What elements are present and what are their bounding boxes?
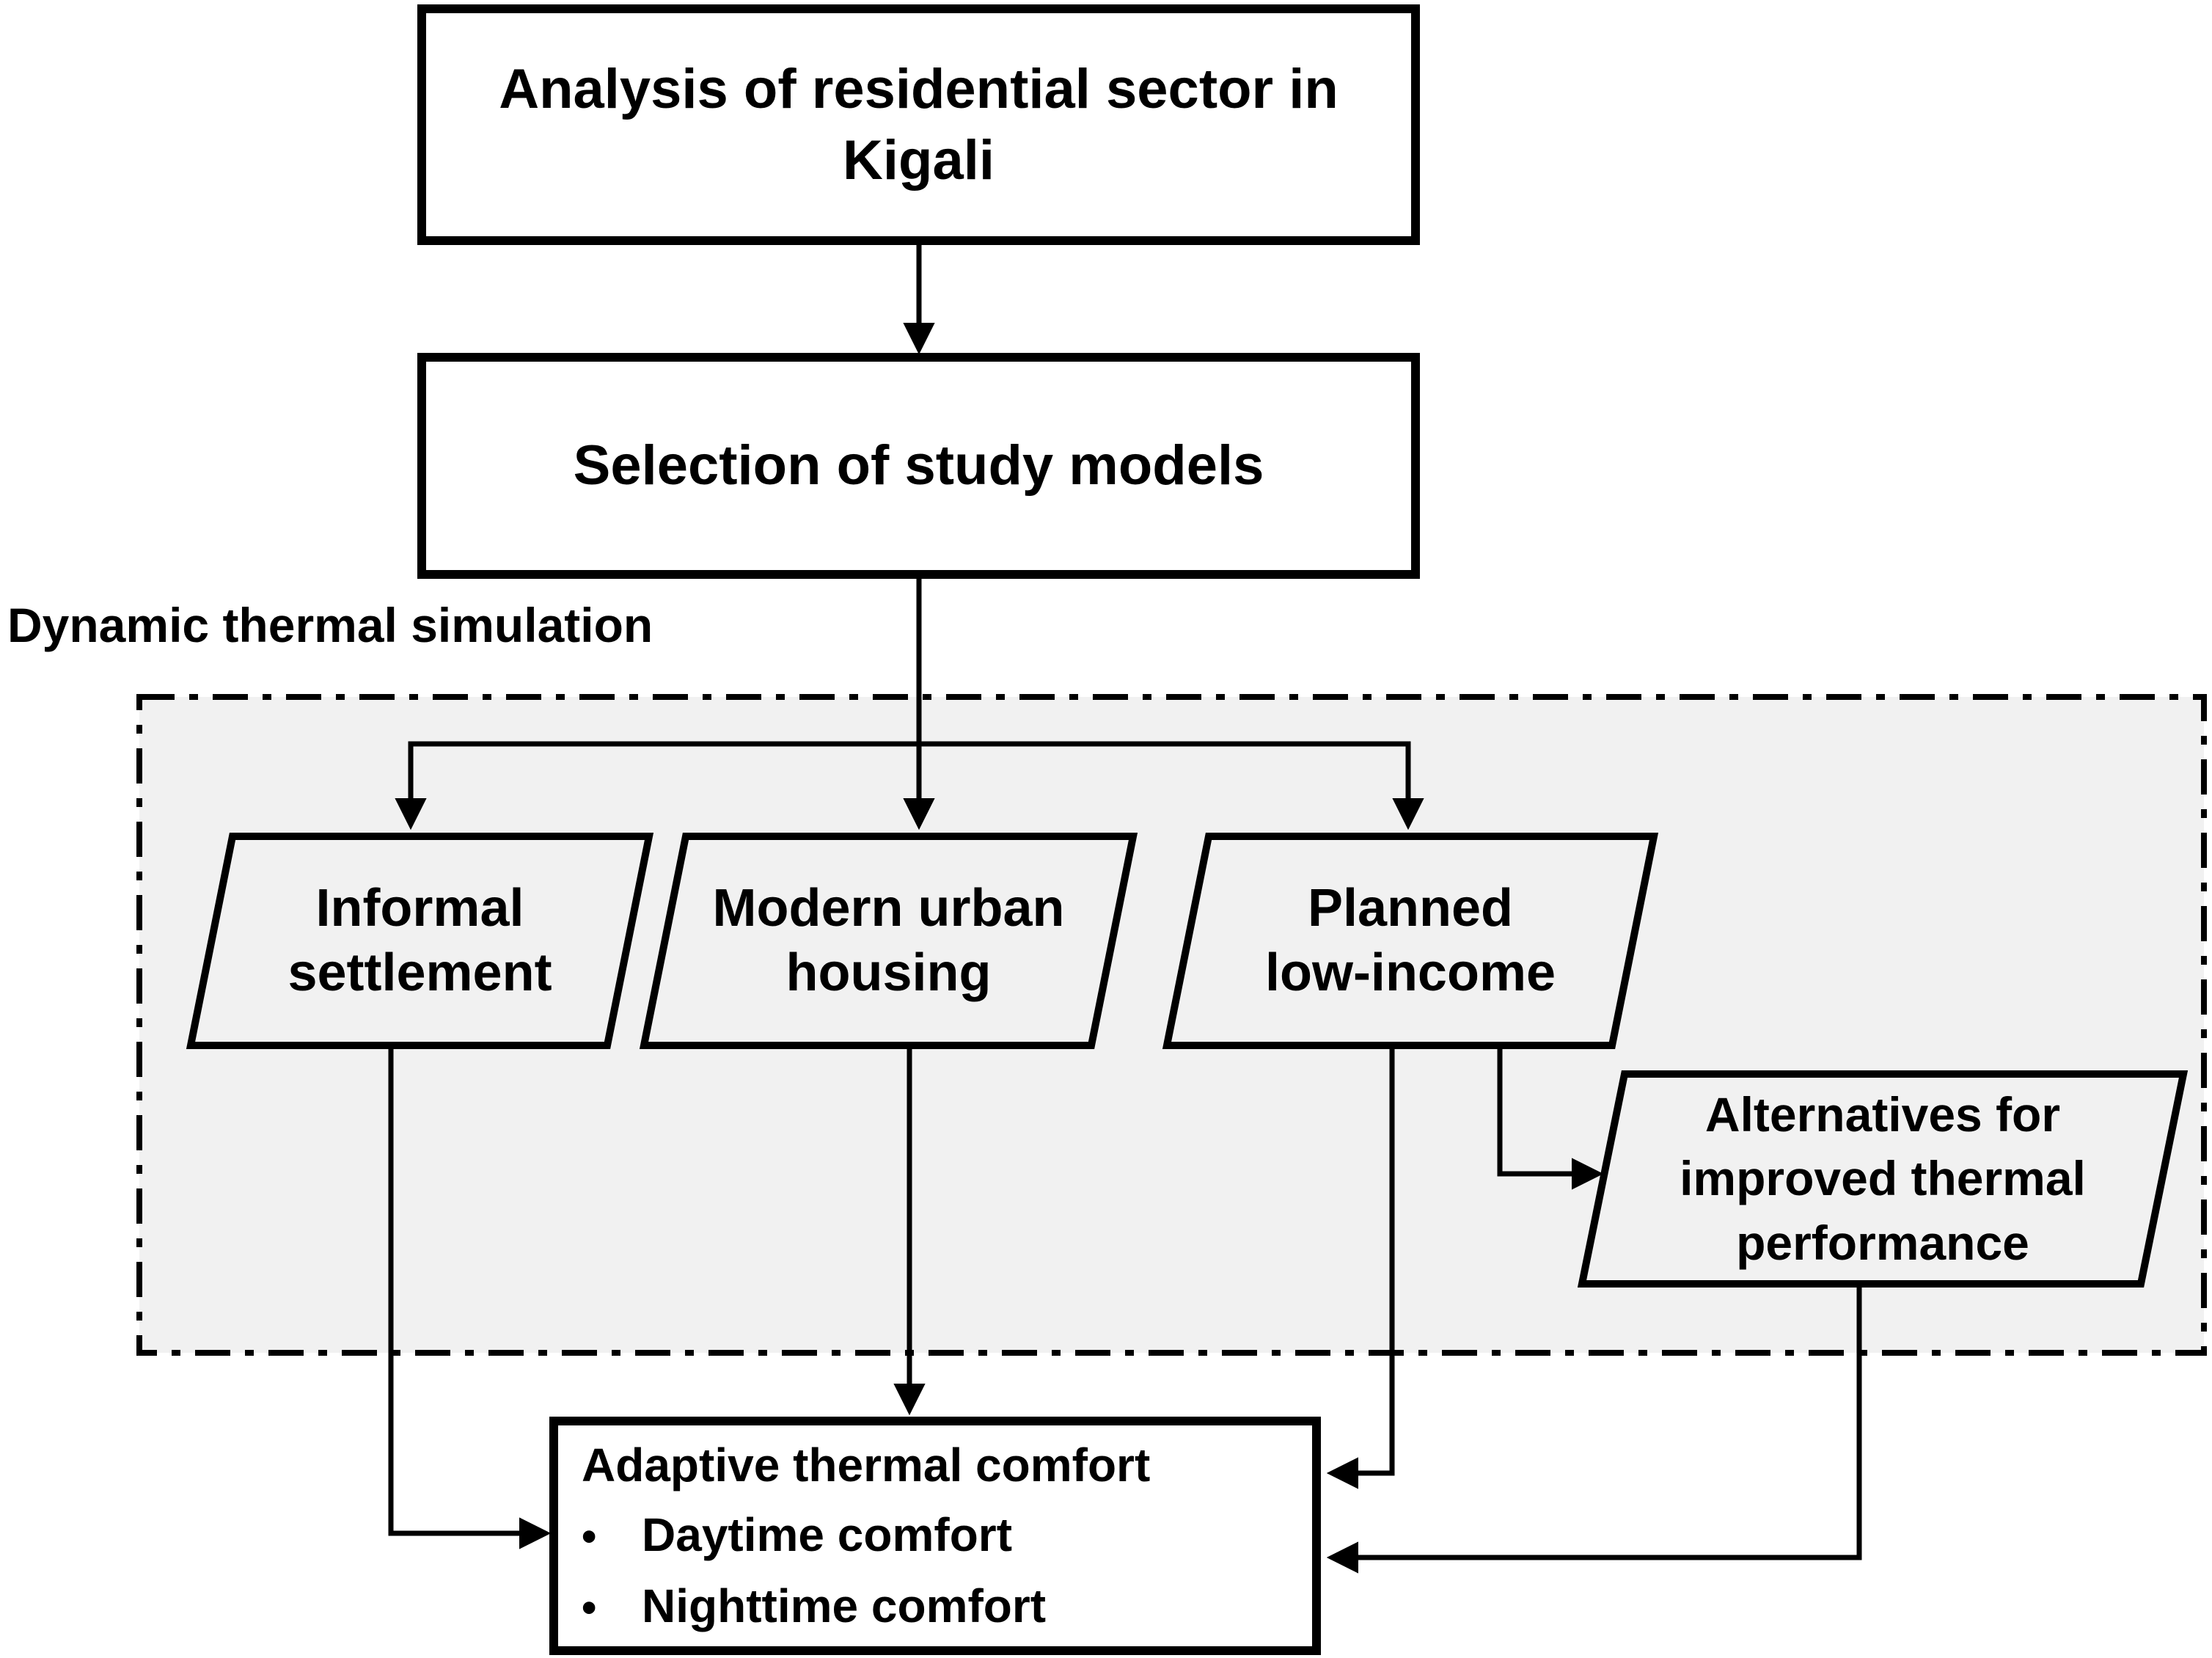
simulation-region-label: Dynamic thermal simulation xyxy=(7,597,653,652)
selection-box-label: Selection of study models xyxy=(573,434,1264,497)
planned-low-income-label: Planned low-income xyxy=(1264,878,1556,1002)
planned-low-income-shape xyxy=(1162,833,1659,1049)
informal-settlement-shape xyxy=(186,833,654,1049)
analysis-box-label: Analysis of residential sector in Kigali xyxy=(499,57,1338,191)
arrow-alternatives-to-comfort xyxy=(1326,1284,1862,1574)
arrow-planned-to-comfort xyxy=(1326,1045,1395,1489)
selection-box-shape xyxy=(417,353,1420,579)
comfort-bullet-label: Nighttime comfort xyxy=(642,1579,1047,1632)
arrow-informal-to-comfort xyxy=(388,1045,552,1549)
comfort-bullet-item: • Daytime comfort xyxy=(582,1500,1316,1571)
comfort-bullet-item: • Nighttime comfort xyxy=(582,1571,1316,1643)
comfort-box-shape xyxy=(549,1417,1321,1655)
bullet-icon: • xyxy=(582,1512,597,1560)
alternatives-label: Alternatives for improved thermal perfor… xyxy=(1680,1087,2086,1270)
informal-settlement-label: Informal settlement xyxy=(288,878,552,1002)
comfort-box-title: Adaptive thermal comfort xyxy=(582,1438,1151,1491)
bullet-icon: • xyxy=(582,1583,597,1632)
analysis-box-shape xyxy=(417,4,1420,245)
comfort-bullet-label: Daytime comfort xyxy=(642,1508,1012,1561)
modern-urban-housing-shape xyxy=(639,833,1138,1049)
alternatives-shape xyxy=(1577,1070,2189,1288)
arrow-planned-to-alternatives xyxy=(1497,1045,1604,1190)
comfort-box-content: Adaptive thermal comfort • Daytime comfo… xyxy=(554,1427,1316,1646)
modern-urban-housing-label: Modern urban housing xyxy=(712,878,1065,1002)
